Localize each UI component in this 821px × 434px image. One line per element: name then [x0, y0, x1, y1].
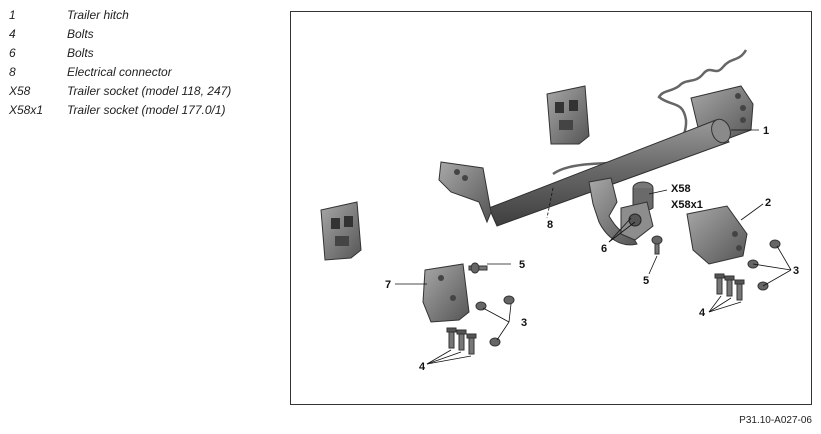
callout-6: 6 [601, 243, 607, 255]
callout-7: 7 [385, 279, 391, 291]
trailer-hitch-crossbar [488, 119, 730, 227]
legend-row: 6 Bolts [9, 44, 231, 63]
legend-row: 8 Electrical connector [9, 63, 231, 82]
bolt-5-left [468, 262, 488, 274]
callout-x58: X58 [671, 183, 691, 195]
legend-text: Trailer hitch [67, 8, 129, 22]
legend-key: 1 [9, 8, 16, 22]
vehicle-bracket-upper [546, 85, 590, 145]
callout-1: 1 [763, 125, 769, 137]
legend-text: Bolts [67, 27, 94, 41]
legend-row: 1 Trailer hitch [9, 6, 231, 25]
callout-2: 2 [765, 197, 771, 209]
callout-3-right: 3 [793, 265, 799, 277]
mounting-bracket-2 [686, 205, 748, 265]
legend-text: Trailer socket (model 177.0/1) [67, 103, 226, 117]
legend-key: X58x1 [9, 103, 44, 117]
bolts-right [714, 273, 745, 301]
legend-row: 4 Bolts [9, 25, 231, 44]
left-end-plate [438, 161, 492, 224]
diagram-frame: 1 2 3 3 4 4 5 5 6 7 8 X58 X58x1 [290, 11, 812, 405]
bolts-left [446, 327, 477, 355]
legend-row: X58x1 Trailer socket (model 177.0/1) [9, 101, 231, 120]
callout-x58x1: X58x1 [671, 199, 703, 211]
legend-text: Trailer socket (model 118, 247) [67, 84, 232, 98]
mounting-bracket-7 [422, 263, 470, 323]
leader-lines [395, 129, 792, 365]
legend-key: 6 [9, 46, 16, 60]
legend-row: X58 Trailer socket (model 118, 247) [9, 82, 231, 101]
exploded-view-illustration: 1 2 3 3 4 4 5 5 6 7 8 X58 X58x1 [320, 49, 799, 373]
nuts-right [747, 239, 781, 291]
legend-key: X58 [9, 84, 31, 98]
callout-3-left: 3 [521, 317, 527, 329]
callout-4-right: 4 [699, 307, 706, 319]
legend: 1 Trailer hitch 4 Bolts 6 Bolts 8 Electr… [9, 6, 231, 120]
callout-5-left: 5 [519, 259, 525, 271]
figure-reference-code: P31.10-A027-06 [739, 415, 812, 426]
legend-key: 4 [9, 27, 16, 41]
legend-text: Electrical connector [67, 65, 172, 79]
bolt-5-right [651, 235, 663, 255]
callout-4-left: 4 [419, 361, 426, 373]
vehicle-bracket-left [320, 201, 362, 261]
callout-5-right: 5 [643, 275, 649, 287]
nuts-left [475, 295, 515, 347]
legend-text: Bolts [67, 46, 94, 60]
callout-8: 8 [547, 219, 553, 231]
legend-key: 8 [9, 65, 16, 79]
